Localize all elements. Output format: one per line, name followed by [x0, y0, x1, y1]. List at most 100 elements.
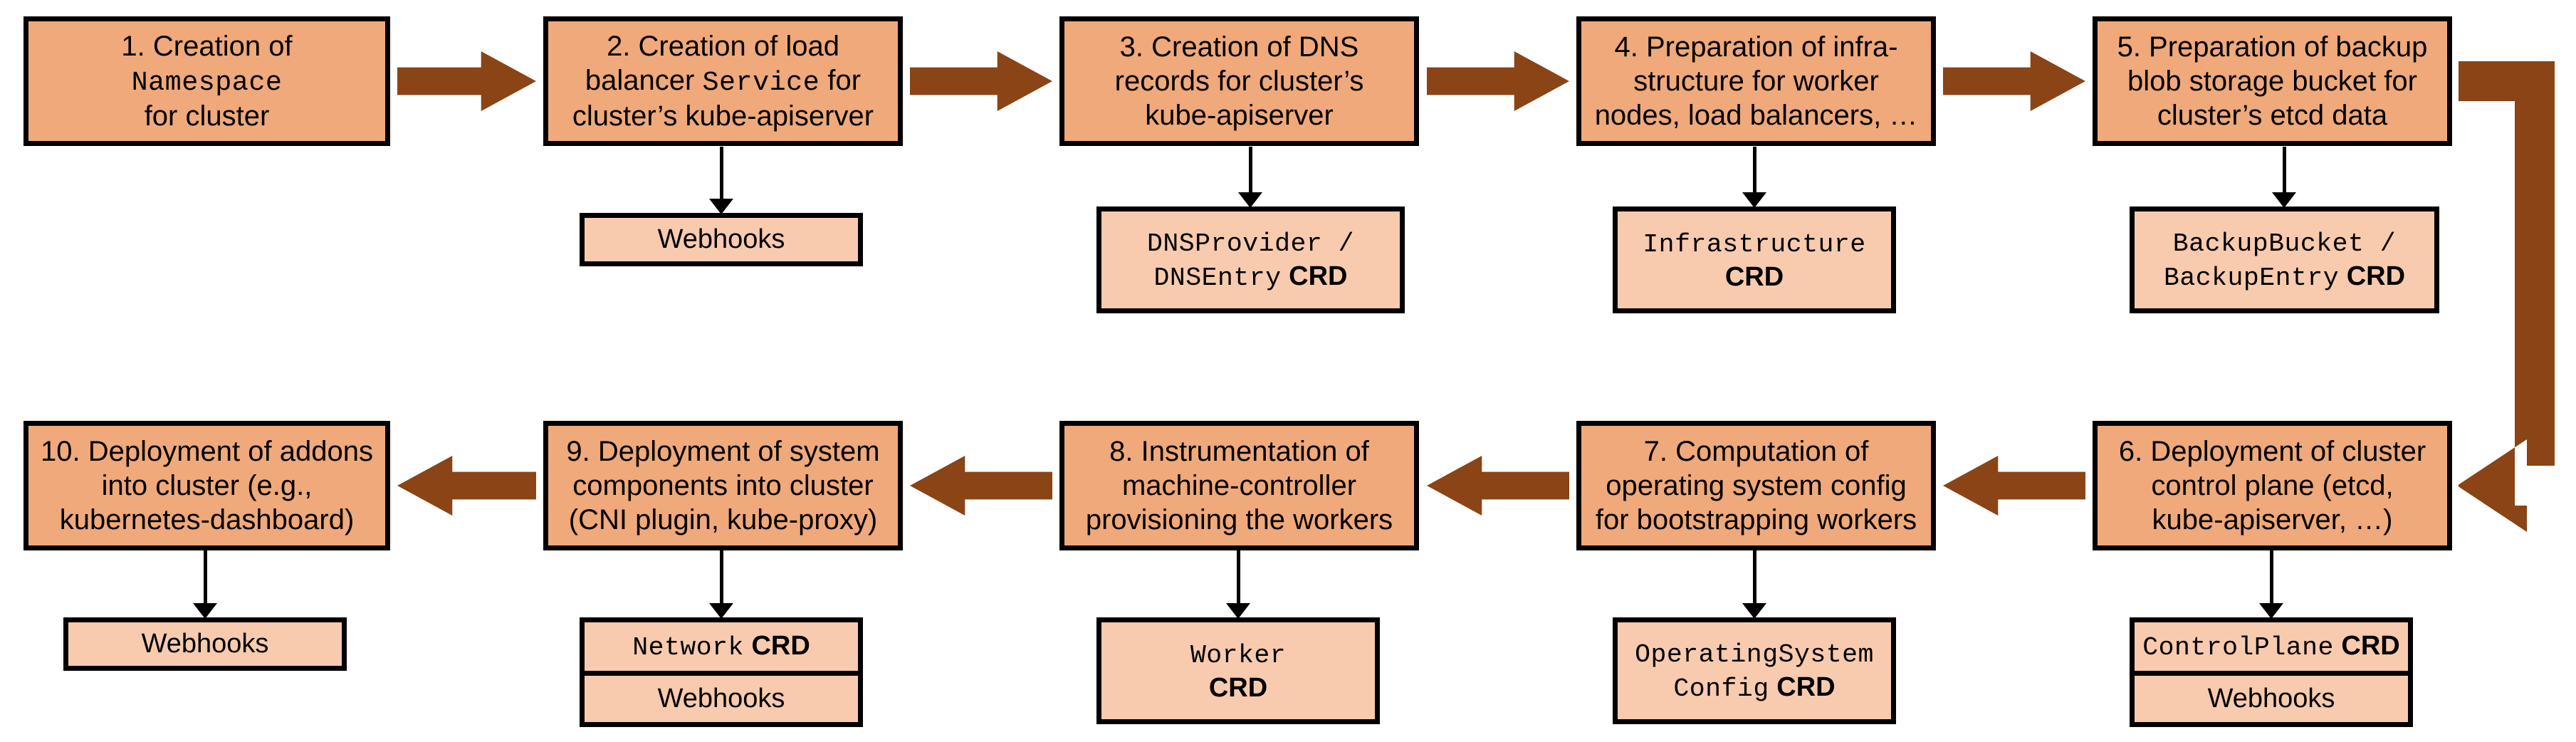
flow-arrow-7-to-8	[1427, 456, 1569, 516]
flow-arrow-4-to-5	[1943, 51, 2085, 111]
flow-arrow-8-to-9	[910, 456, 1052, 516]
text-line: 10. Deployment of addons	[34, 434, 379, 469]
text-line: DNSProvider /	[1147, 226, 1354, 261]
text-segment: 3. Creation of DNS	[1119, 31, 1359, 63]
text-segment: 7. Computation of	[1643, 436, 1869, 467]
connector-line-step-7	[1753, 550, 1756, 605]
text-line: nodes, load balancers, …	[1587, 98, 1925, 132]
text-segment: Network	[632, 632, 744, 662]
text-line: into cluster (e.g.,	[34, 469, 379, 503]
text-segment: Service	[702, 66, 820, 98]
text-segment: 6. Deployment of cluster	[2118, 436, 2426, 467]
text-line: operating system config	[1587, 469, 1925, 503]
connector-arrowhead-step-5	[2272, 192, 2296, 208]
artifact-label: BackupBucket /BackupEntry CRD	[2164, 226, 2405, 295]
text-line: Config CRD	[1635, 671, 1874, 706]
artifact-cell: DNSProvider /DNSEntry CRD	[1101, 211, 1400, 308]
text-line: Webhooks	[142, 627, 269, 660]
step-box-4[interactable]: 4. Preparation of infra-structure for wo…	[1576, 16, 1936, 146]
artifact-cell: Webhooks	[585, 218, 858, 261]
artifact-label: Network CRD	[632, 629, 810, 664]
artifact-cell: Network CRD	[585, 622, 858, 671]
text-line: 8. Instrumentation of	[1070, 434, 1408, 469]
artifact-box-step-2[interactable]: Webhooks	[580, 213, 863, 266]
text-segment: CRD	[1769, 672, 1836, 702]
text-line: BackupEntry CRD	[2164, 260, 2405, 295]
text-segment: (CNI plugin, kube-proxy)	[568, 504, 878, 535]
text-line: blob storage bucket for	[2103, 64, 2441, 98]
artifact-box-step-10[interactable]: Webhooks	[63, 617, 347, 671]
text-segment: blob storage bucket for	[2127, 66, 2417, 97]
text-line: for bootstrapping workers	[1587, 503, 1925, 537]
text-line: 2. Creation of load	[554, 29, 892, 63]
text-segment: CRD	[743, 630, 810, 661]
text-line: BackupBucket /	[2164, 226, 2405, 261]
text-segment: balancer	[585, 64, 703, 96]
artifact-box-step-9[interactable]: Network CRD Webhooks	[580, 617, 863, 727]
text-line: Webhooks	[658, 223, 785, 256]
artifact-box-step-5[interactable]: BackupBucket /BackupEntry CRD	[2130, 207, 2439, 313]
text-segment: kube-apiserver	[1145, 100, 1334, 131]
artifact-label: Webhooks	[658, 682, 785, 715]
text-segment: Config	[1673, 674, 1769, 704]
text-line: CRD	[1643, 261, 1865, 293]
connector-arrowhead-step-10	[193, 603, 217, 619]
connector-arrowhead-step-6	[2259, 603, 2283, 619]
flow-arrow-5-to-6-wraparound	[2459, 61, 2557, 538]
text-segment: BackupBucket /	[2172, 229, 2397, 258]
text-segment: for	[820, 64, 862, 96]
text-line: 7. Computation of	[1587, 434, 1925, 469]
connector-line-step-9	[720, 550, 723, 605]
text-segment: records for cluster’s	[1114, 66, 1364, 97]
connector-arrowhead-step-9	[709, 603, 733, 619]
text-line: Network CRD	[632, 629, 810, 664]
text-segment: Infrastructure	[1643, 229, 1866, 259]
text-segment: into cluster (e.g.,	[101, 470, 313, 501]
text-line: cluster’s kube-apiserver	[554, 99, 892, 133]
text-line: Webhooks	[658, 682, 785, 715]
text-segment: kube-apiserver, …)	[2152, 504, 2393, 535]
text-line: 9. Deployment of system	[554, 434, 892, 469]
flow-arrow-3-to-4	[1427, 51, 1569, 111]
text-line: 5. Preparation of backup	[2103, 30, 2441, 64]
artifact-label: Webhooks	[142, 627, 269, 660]
text-segment: CRD	[1208, 673, 1268, 704]
text-segment: CRD	[1724, 262, 1784, 293]
text-segment: operating system config	[1606, 470, 1907, 501]
artifact-box-step-3[interactable]: DNSProvider /DNSEntry CRD	[1096, 207, 1405, 313]
text-line: CRD	[1190, 672, 1286, 704]
text-line: components into cluster	[554, 469, 892, 503]
text-segment: Worker	[1190, 640, 1287, 670]
text-line: kubernetes-dashboard)	[34, 503, 379, 537]
connector-arrowhead-step-4	[1742, 192, 1766, 208]
text-line: control plane (etcd,	[2103, 469, 2441, 503]
text-segment: 8. Instrumentation of	[1109, 436, 1369, 467]
text-line: structure for worker	[1587, 64, 1925, 98]
text-segment: for cluster	[144, 100, 270, 132]
connector-line-step-2	[720, 147, 723, 200]
flow-arrow-6-to-7	[1943, 456, 2085, 516]
text-segment: CRD	[2339, 261, 2406, 291]
text-segment: 2. Creation of load	[607, 30, 839, 62]
artifact-cell: BackupBucket /BackupEntry CRD	[2135, 211, 2434, 308]
text-line: 3. Creation of DNS	[1070, 30, 1408, 64]
